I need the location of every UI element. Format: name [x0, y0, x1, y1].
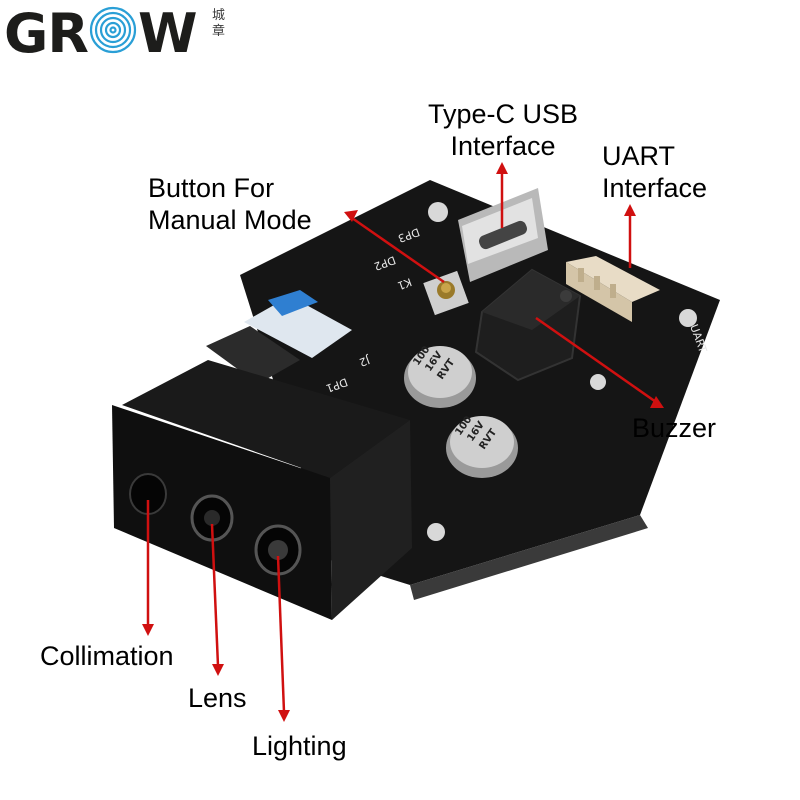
label-lighting: Lighting: [252, 731, 347, 761]
silk-j2: J2: [357, 353, 372, 369]
label-lens: Lens: [188, 683, 247, 713]
label-collimation: Collimation: [40, 641, 174, 671]
lighting-arrow: [276, 555, 286, 713]
uart-arrowhead: [624, 204, 636, 216]
buzzer: [474, 268, 582, 382]
label-uart-line1: UART: [602, 141, 676, 171]
buzzer-arrowhead: [650, 396, 664, 408]
svg-text:GR: GR: [4, 2, 88, 62]
button-arrow: [351, 216, 445, 284]
logo-wordmark-graphic: GR W: [4, 2, 198, 62]
scan-engine-module: [112, 360, 412, 620]
grow-logo: GR W 城章: [0, 0, 240, 62]
label-type-c-usb: Type-C USB Interface: [400, 98, 606, 162]
svg-text:W: W: [138, 2, 197, 62]
uart-connector: [566, 256, 660, 322]
lighting-arrowhead: [278, 710, 290, 722]
ribbon-cable: [206, 290, 352, 384]
fingerprint-icon: [89, 6, 137, 54]
logo-graphic: [89, 6, 137, 54]
callout-arrows: [142, 162, 664, 722]
usb-arrowhead: [496, 162, 508, 174]
pcb-edge: [410, 515, 648, 600]
label-manual-button-line2: Manual Mode: [148, 205, 312, 235]
label-buzzer: Buzzer: [632, 413, 717, 443]
lens-arrow: [210, 523, 220, 667]
label-type-c-usb-line1: Type-C USB: [427, 99, 579, 129]
silk-k1: K1: [396, 275, 414, 292]
capacitor-2: [446, 416, 518, 478]
label-uart-line2: Interface: [602, 173, 708, 203]
usb-c-connector: [458, 188, 548, 282]
label-manual-button-line1: Button For: [148, 173, 275, 203]
logo-chinese-text: 城章: [212, 8, 226, 39]
collimation-arrowhead: [142, 624, 154, 636]
capacitor-1: [404, 346, 476, 408]
label-manual-button: Button For Manual Mode: [148, 172, 312, 236]
label-type-c-usb-line2: Interface: [450, 131, 556, 161]
push-button: [423, 270, 469, 316]
button-arrowhead: [344, 210, 358, 222]
buzzer-arrow: [535, 316, 657, 404]
label-uart: UART Interface: [602, 140, 707, 204]
lens-arrowhead: [212, 664, 224, 676]
